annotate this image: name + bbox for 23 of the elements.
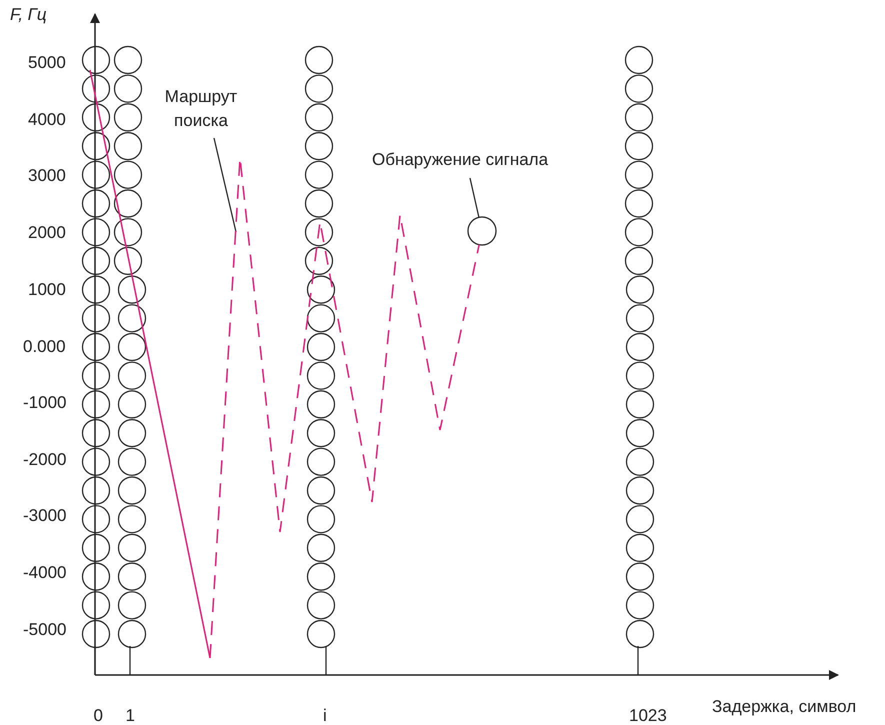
tick-label: 5000 <box>28 53 66 73</box>
annotation-text: Обнаружение сигнала <box>372 150 548 170</box>
tick-label: -5000 <box>23 620 66 640</box>
tick-label: 1 <box>126 706 135 725</box>
tick-label: 3000 <box>28 166 66 186</box>
detection-circle <box>467 216 497 246</box>
tick-label: 0 <box>94 706 103 725</box>
tick-label: -1000 <box>23 393 66 413</box>
axis-title: Задержка, символ <box>712 697 856 717</box>
tick-label: 4000 <box>28 110 66 130</box>
tick-label: 0.000 <box>23 337 66 357</box>
annotation-text: Маршрут поиска <box>153 85 249 133</box>
leader-line <box>469 178 480 218</box>
tick-label: 2000 <box>28 223 66 243</box>
tick-label: -2000 <box>23 450 66 470</box>
tick-label: 1023 <box>629 706 667 725</box>
tick-label: 1000 <box>28 280 66 300</box>
tick-label: -4000 <box>23 563 66 583</box>
leader-line <box>213 138 237 232</box>
search-path-line <box>89 70 480 658</box>
tick-label: i <box>323 706 327 725</box>
tick-label: -3000 <box>23 506 66 526</box>
axis-title: F, Гц <box>10 5 47 25</box>
